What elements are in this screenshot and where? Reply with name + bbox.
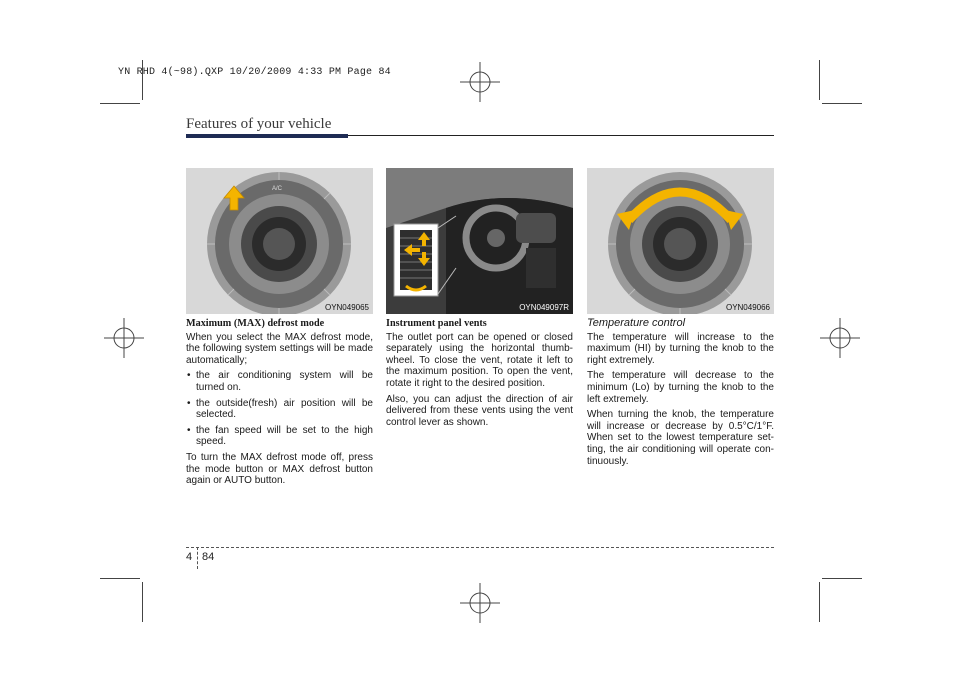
svg-text:A/C: A/C	[272, 186, 283, 192]
registration-mark-top	[460, 62, 500, 102]
arrow-up-icon	[418, 232, 430, 246]
crop-mark	[142, 60, 143, 100]
rotate-arrow-icon	[625, 187, 735, 224]
header-accent-bar	[186, 134, 348, 138]
climate-knob-illustration	[587, 168, 774, 314]
figure-code: OYN049065	[324, 303, 369, 312]
page-header-title: Features of your vehicle	[186, 116, 332, 132]
column-max-defrost: Maximum (MAX) defrost mode When you sele…	[186, 318, 373, 491]
figure-code: OYN049097R	[519, 303, 569, 312]
print-slug: YN RHD 4(~98).QXP 10/20/2009 4:33 PM Pag…	[118, 67, 391, 78]
paragraph: The outlet port can be opened or closed …	[386, 331, 573, 389]
paragraph: Also, you can adjust the direction of ai…	[386, 393, 573, 428]
arrow-down-icon	[418, 252, 430, 266]
arrow-left-icon	[404, 244, 420, 256]
section-heading: Instrument panel vents	[386, 318, 487, 329]
crop-mark	[822, 578, 862, 579]
list-item: •the air conditioning system will be tur…	[187, 370, 373, 393]
footer-divider	[197, 547, 198, 569]
crop-mark	[100, 578, 140, 579]
section-heading: Maximum (MAX) defrost mode	[186, 318, 325, 329]
crop-mark	[100, 103, 140, 104]
figure-max-defrost: A/C OYN049065	[186, 168, 373, 314]
paragraph: The temperature will decrease to the min…	[587, 370, 774, 405]
paragraph: When you select the MAX defrost mode, th…	[186, 331, 373, 366]
column-panel-vents: Instrument panel vents The outlet port c…	[386, 318, 573, 432]
registration-mark-right	[820, 318, 860, 358]
climate-knob-illustration: A/C	[186, 168, 373, 314]
crop-mark	[822, 103, 862, 104]
figure-panel-vents: OYN049097R	[386, 168, 573, 314]
figure-temperature-knob: OYN049066	[587, 168, 774, 314]
crop-mark	[819, 60, 820, 100]
registration-mark-bottom	[460, 583, 500, 623]
paragraph: When turning the knob, the temperature w…	[587, 409, 774, 467]
crop-mark	[142, 582, 143, 622]
arrow-up-icon	[223, 185, 245, 211]
list-item: •the outside(fresh) air position will be…	[187, 397, 373, 421]
paragraph: The temperature will increase to the max…	[587, 331, 774, 366]
section-heading: Temperature control	[587, 317, 686, 329]
header-rule	[348, 135, 774, 136]
paragraph: To turn the MAX defrost mode off, press …	[186, 451, 373, 487]
footer-rule	[186, 547, 774, 548]
crop-mark	[819, 582, 820, 622]
page-number: 84	[202, 551, 215, 563]
dashboard-illustration	[386, 168, 573, 314]
list-item: •the fan speed will be set to the high s…	[187, 424, 373, 448]
column-temperature: Temperature control The temperature will…	[587, 317, 774, 471]
figure-code: OYN049066	[725, 303, 770, 312]
registration-mark-left	[104, 318, 144, 358]
section-number: 4	[186, 551, 193, 563]
